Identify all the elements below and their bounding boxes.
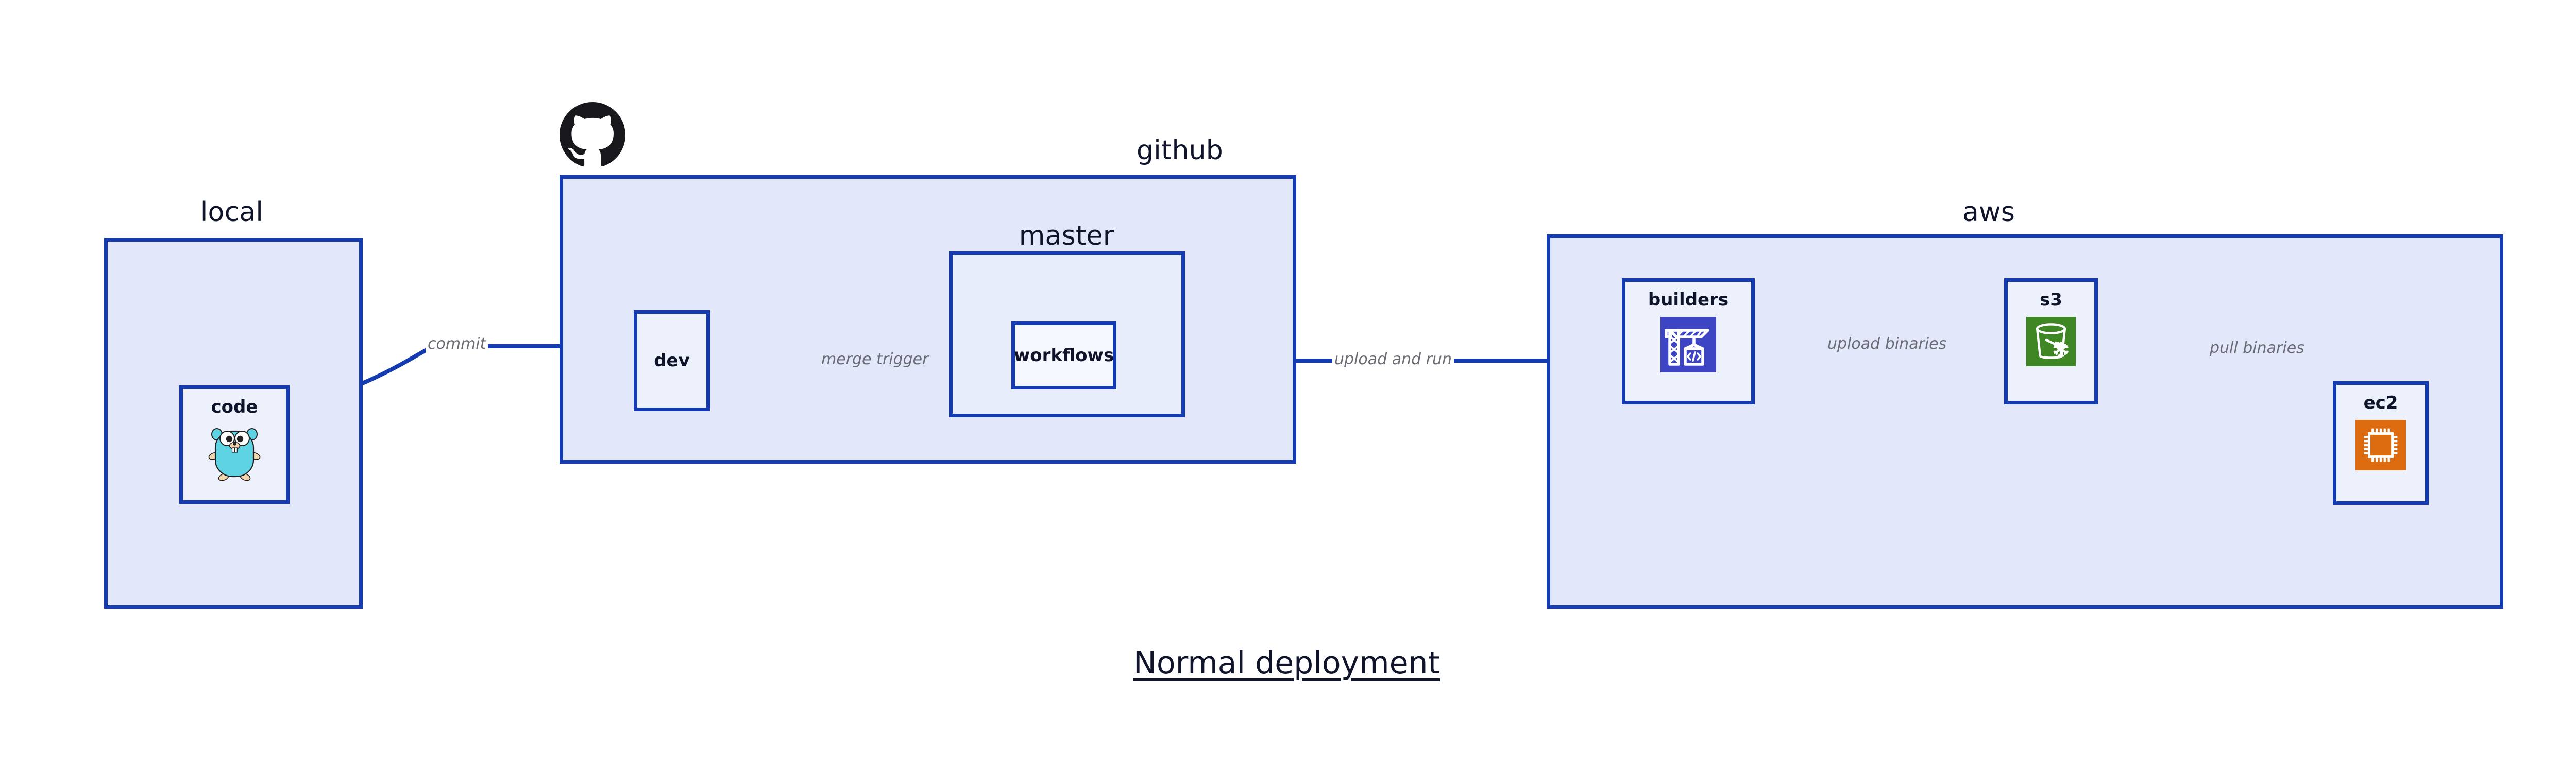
edge-label-commit: commit <box>426 336 488 352</box>
node-box-builders[interactable]: builders <box>1622 278 1755 404</box>
node-label-workflows: workflows <box>1013 345 1114 366</box>
edge-label-upload-binaries: upload binaries <box>1825 336 1949 352</box>
group-label-local: local <box>200 197 264 228</box>
group-label-master: master <box>1019 220 1114 251</box>
node-box-dev[interactable]: dev <box>634 310 710 411</box>
edge-label-pull-binaries: pull binaries <box>2208 340 2307 356</box>
node-label-builders: builders <box>1648 290 1729 310</box>
group-label-github: github <box>1137 135 1223 166</box>
aws-codebuild-icon <box>1660 317 1716 372</box>
node-box-workflows[interactable]: workflows <box>1011 321 1116 389</box>
node-box-ec2[interactable]: ec2 <box>2333 381 2429 505</box>
node-label-s3: s3 <box>2040 290 2062 310</box>
node-label-dev: dev <box>654 350 690 371</box>
aws-ec2-icon <box>2355 420 2406 470</box>
edge-label-merge-trigger: merge trigger <box>819 351 931 368</box>
node-label-ec2: ec2 <box>2363 393 2398 413</box>
github-octocat-icon <box>560 102 625 168</box>
group-label-aws: aws <box>1962 197 2015 228</box>
node-box-code[interactable]: code <box>179 385 290 504</box>
node-label-code: code <box>211 397 258 417</box>
aws-s3-glacier-icon <box>2026 317 2076 366</box>
go-gopher-icon <box>206 423 263 483</box>
edge-label-upload-and-run: upload and run <box>1332 351 1454 368</box>
node-box-s3[interactable]: s3 <box>2004 278 2098 404</box>
diagram-title: Normal deployment <box>1133 645 1440 681</box>
